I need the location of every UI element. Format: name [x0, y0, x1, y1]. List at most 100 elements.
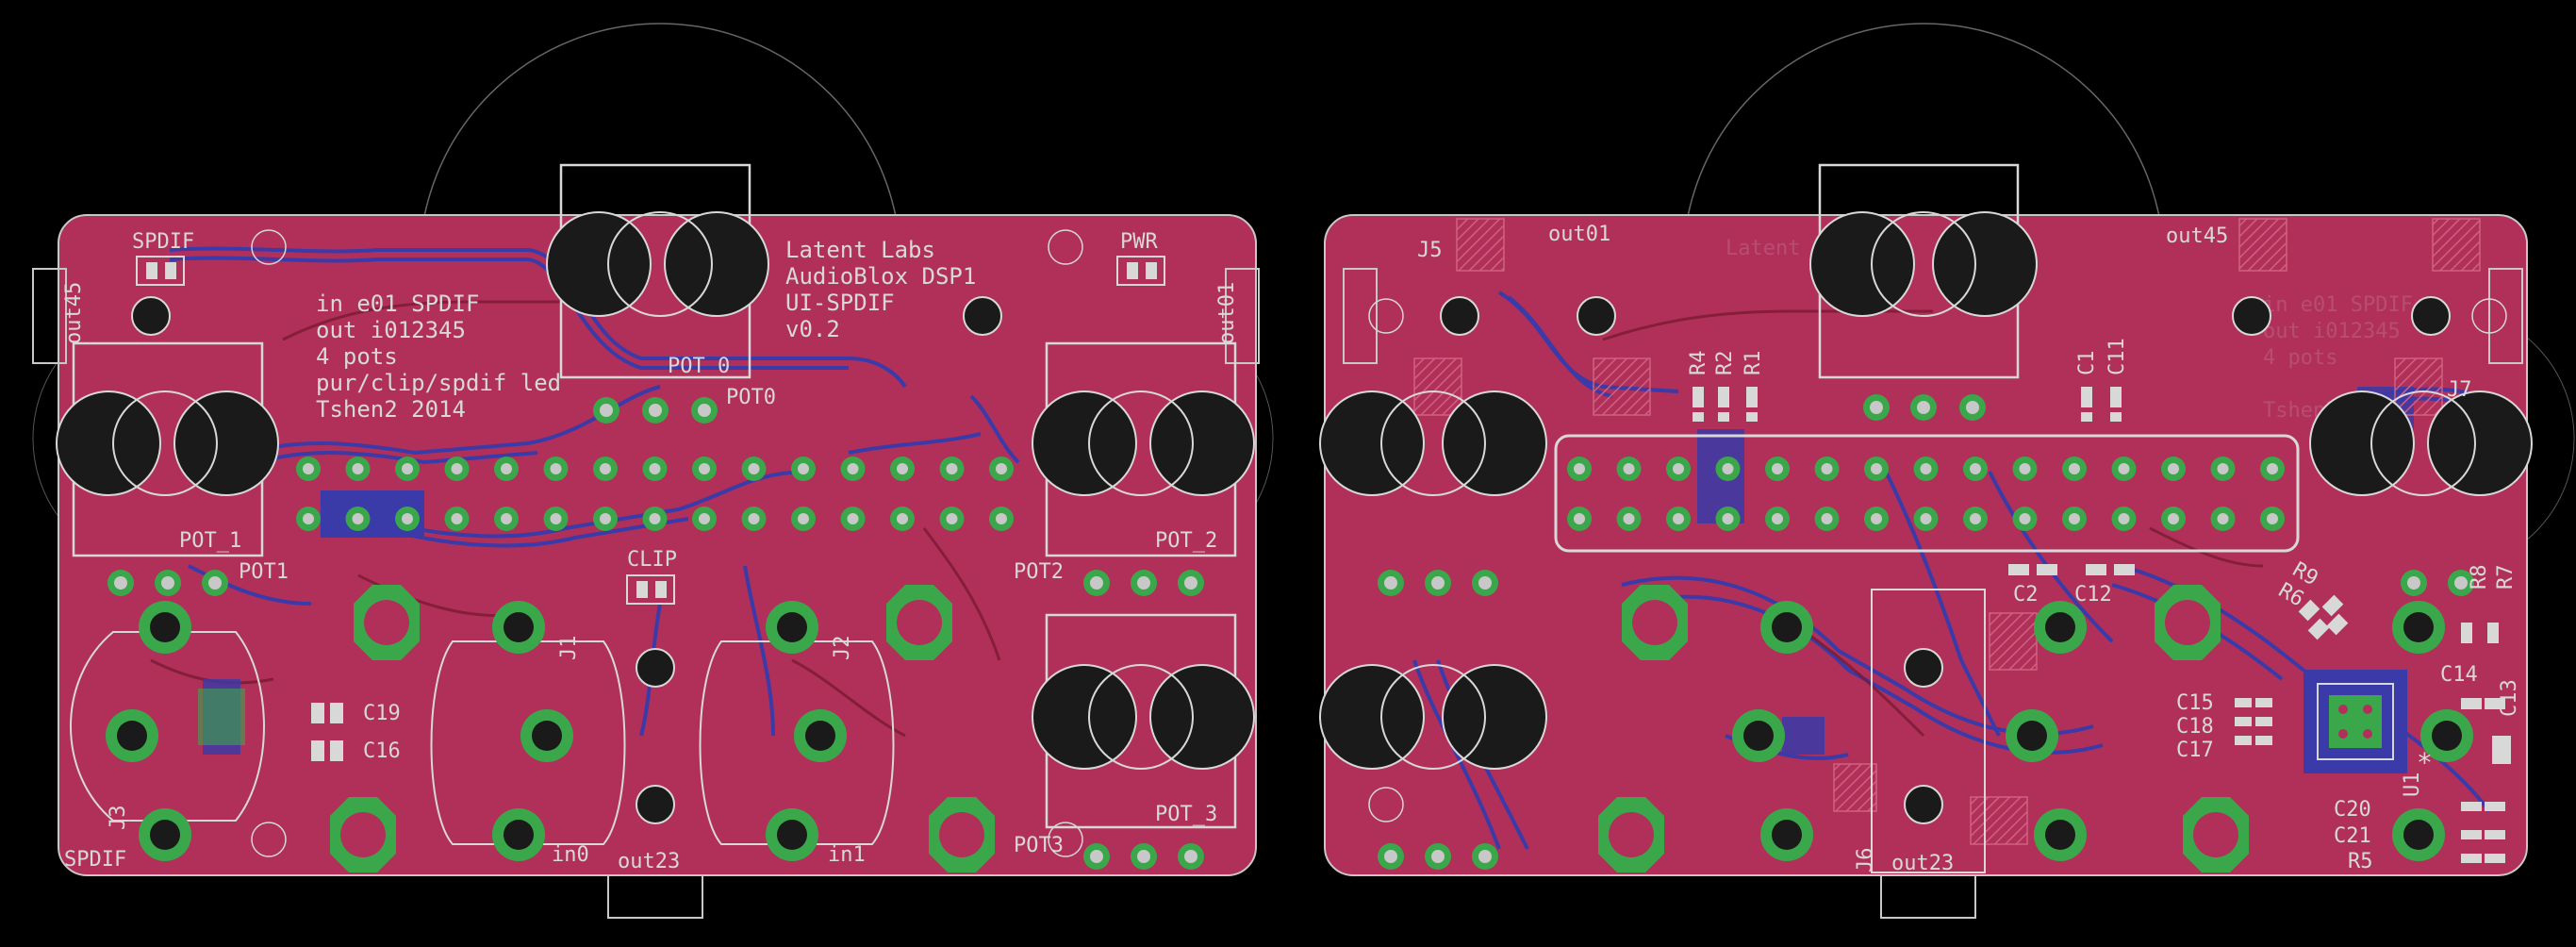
header-pin-hole [1722, 463, 1734, 474]
info-line: Tshen2 2014 [316, 396, 466, 423]
board-info-text: in e01 SPDIF out i012345 4 pots pur/clip… [316, 291, 561, 423]
pot-pins [1378, 394, 2474, 870]
header-pin-hole [1574, 463, 1585, 474]
edge-tab-out23 [607, 874, 703, 919]
header-pin-hole [699, 463, 710, 474]
header-pin-hole [1137, 576, 1150, 590]
edge-tab-out01 [1225, 268, 1260, 364]
header-pin-hole [1917, 401, 1930, 414]
jack-pads [1732, 601, 2473, 861]
info-line: 4 pots [316, 343, 398, 370]
edge-tab-j5 [1343, 268, 1378, 364]
header-pin-hole [451, 463, 463, 474]
silk-label-c15: C15 [2176, 691, 2214, 715]
header-pin-hole [649, 404, 662, 417]
header-pin-hole [1970, 513, 1981, 524]
header-pin-hole [600, 404, 613, 417]
header-pin-hole [550, 513, 562, 524]
silk-label-out01: out01 [1548, 223, 1610, 246]
pot-footprint-bottom-left [1319, 664, 1547, 770]
pin-header [1567, 457, 2285, 531]
header-pin-hole [2267, 463, 2278, 474]
edge-tab-out23 [1880, 874, 1976, 919]
header-pin-hole [798, 513, 809, 524]
silk-label-out45: out45 [2166, 224, 2228, 248]
silk-label-pot-0: POT_0 [668, 355, 730, 378]
pot-footprint-left [1319, 390, 1547, 496]
header-pin-hole [501, 463, 512, 474]
silk-label-c20: C20 [2334, 798, 2371, 822]
silk-label-spdif: SPDIF [132, 230, 194, 254]
right-board: Latent Labs in e01 SPDIF out i012345 4 p… [1319, 23, 2575, 919]
pot-footprint-pot0 [546, 163, 769, 379]
silk-label-c14: C14 [2440, 663, 2478, 687]
header-pin-hole [1772, 463, 1783, 474]
header-pin-hole [1772, 513, 1783, 524]
silk-label-j5: J5 [1417, 239, 1443, 262]
header-pin-hole [402, 513, 413, 524]
left-board: SPDIF PWR out45 out01 in e01 SPDIF out i… [32, 23, 1274, 919]
silk-label-c18: C18 [2176, 715, 2214, 739]
header-pin-hole [1184, 850, 1197, 863]
capacitor-pads [311, 703, 343, 761]
pot-footprint-pot3 [1032, 613, 1255, 829]
header-pin-hole [2217, 513, 2229, 524]
header-pin-hole [2454, 576, 2468, 590]
smd-resistors-rotated [2298, 594, 2349, 640]
silk-label-pot0: POT0 [726, 386, 776, 409]
silk-label-pot1: POT1 [239, 560, 289, 584]
header-pin-hole [1574, 513, 1585, 524]
silk-label-j3: J3 [107, 806, 130, 831]
header-pin-hole [698, 404, 711, 417]
pot-footprint-top [1809, 163, 2038, 379]
header-pin-hole [1090, 850, 1103, 863]
header-pin-hole [352, 463, 364, 474]
ic-u1: * [2304, 670, 2433, 778]
header-pin-hole [114, 576, 127, 590]
silk-label-c17: C17 [2176, 739, 2214, 762]
silk-label-out45: out45 [62, 282, 86, 344]
silk-label-j2: J2 [831, 636, 854, 661]
svg-text:out i012345: out i012345 [2263, 320, 2401, 343]
silk-label-pot-2: POT_2 [1155, 529, 1217, 553]
pot-footprint-pot1 [56, 341, 279, 557]
header-pin-hole [2019, 513, 2031, 524]
header-pin-hole [748, 513, 760, 524]
header-pin-hole [748, 463, 760, 474]
jack-footprint-j6 [1871, 589, 1986, 873]
pin-header [296, 457, 1014, 531]
header-pin-hole [1673, 463, 1684, 474]
header-pin-hole [1184, 576, 1197, 590]
silk-label-c13: C13 [2498, 679, 2521, 717]
header-pin-hole [1384, 576, 1397, 590]
silk-label-in0: in0 [552, 843, 589, 867]
header-pin-hole [847, 463, 859, 474]
header-pin-hole [1623, 513, 1635, 524]
header-pin-hole [1920, 463, 1932, 474]
header-pin-hole [2168, 513, 2179, 524]
header-pin-hole [303, 463, 314, 474]
hatched-smd-pads [1413, 218, 2481, 845]
title-line: Latent Labs [785, 237, 935, 263]
header-pin-hole [996, 513, 1007, 524]
header-pin-hole [1722, 513, 1734, 524]
header-pin-hole [2267, 513, 2278, 524]
silk-label-r4: R4 [1687, 351, 1710, 376]
header-pin-hole [946, 513, 958, 524]
silk-label-out23: out23 [618, 850, 680, 873]
silk-label-c16: C16 [363, 739, 401, 763]
header-pin-hole [649, 463, 661, 474]
info-line: pur/clip/spdif led [316, 370, 561, 396]
header-pin-hole [1871, 513, 1882, 524]
header-pin-hole [2069, 463, 2080, 474]
header-outline [1554, 434, 2300, 553]
header-pin-hole [2069, 513, 2080, 524]
header-pin-hole [847, 513, 859, 524]
silk-label-out23: out23 [1891, 852, 1954, 875]
header-pin-hole [1970, 463, 1981, 474]
silk-label-j7: J7 [2447, 378, 2472, 402]
header-pin-hole [1137, 850, 1150, 863]
silk-label-out01: out01 [1215, 282, 1239, 344]
header-pin-hole [1478, 850, 1492, 863]
header-pin-hole [161, 576, 174, 590]
